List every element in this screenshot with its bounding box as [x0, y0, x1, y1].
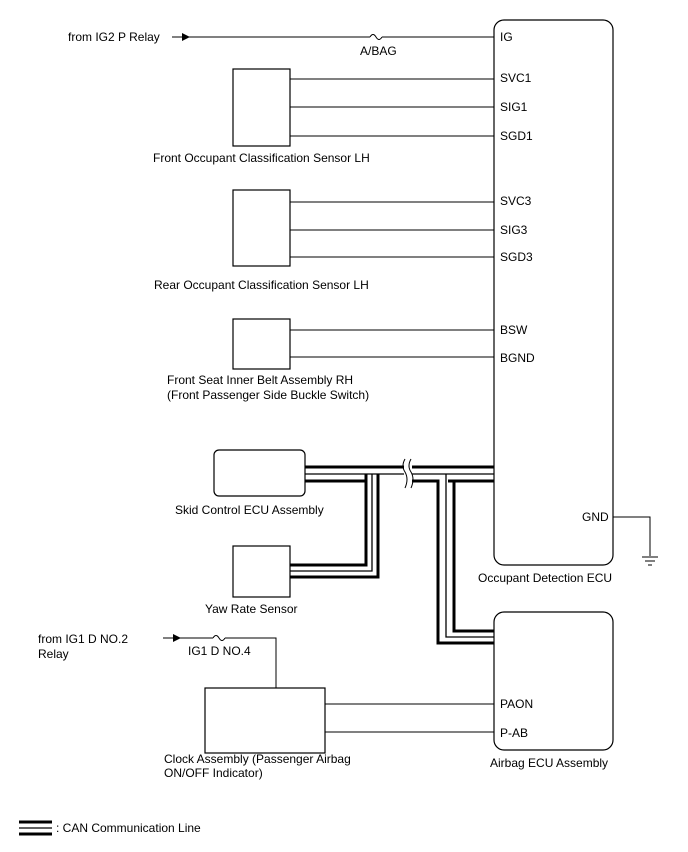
- pin-sgd1: SGD1: [500, 129, 533, 143]
- pin-gnd: GND: [582, 510, 609, 524]
- pin-sig1: SIG1: [500, 100, 528, 114]
- can-legend-label: : CAN Communication Line: [56, 821, 201, 835]
- airbag-ecu-box: [493, 611, 614, 751]
- pin-bgnd: BGND: [500, 351, 535, 365]
- clock-assembly-label-1: Clock Assembly (Passenger Airbag: [164, 752, 351, 766]
- pin-sig3: SIG3: [500, 223, 528, 237]
- can-legend-icon: [19, 820, 52, 836]
- ig2-relay-label: from IG2 P Relay: [68, 30, 160, 44]
- belt-assembly-label-2: (Front Passenger Side Buckle Switch): [167, 388, 369, 402]
- ground-icon: [642, 556, 658, 566]
- occupant-ecu-label: Occupant Detection ECU: [478, 571, 612, 585]
- abag-fuse-icon: [369, 34, 383, 40]
- ig2-arrow-icon: [182, 33, 190, 41]
- pin-ig: IG: [500, 30, 513, 44]
- front-sensor-label: Front Occupant Classification Sensor LH: [153, 151, 370, 165]
- can-bus-left: [290, 465, 404, 579]
- abag-fuse-label: A/BAG: [360, 44, 397, 58]
- belt-assembly-label-1: Front Seat Inner Belt Assembly RH: [167, 373, 353, 387]
- rear-sensor-box: [232, 189, 291, 267]
- pin-pab: P-AB: [500, 726, 528, 740]
- ig1d-fuse-label: IG1 D NO.4: [188, 644, 251, 658]
- ig1-relay-label-2: Relay: [38, 647, 69, 661]
- pin-paon: PAON: [500, 697, 533, 711]
- yaw-sensor-label: Yaw Rate Sensor: [205, 602, 298, 616]
- occupant-detection-ecu-box: [493, 19, 614, 566]
- airbag-ecu-label: Airbag ECU Assembly: [490, 756, 608, 770]
- rear-sensor-label: Rear Occupant Classification Sensor LH: [154, 278, 369, 292]
- pin-svc3: SVC3: [500, 194, 532, 208]
- pin-sgd3: SGD3: [500, 250, 533, 264]
- gnd-wire: [613, 516, 651, 556]
- pin-bsw: BSW: [500, 323, 528, 337]
- skid-ecu-box: [213, 449, 306, 497]
- clock-assembly-box: [204, 687, 326, 754]
- ig1-relay-label-1: from IG1 D NO.2: [38, 632, 128, 646]
- pin-svc1: SVC1: [500, 71, 532, 85]
- ig1-arrow-icon: [173, 634, 181, 642]
- can-bus-right: [412, 465, 494, 645]
- ig1d-fuse-icon: [212, 635, 226, 641]
- front-sensor-box: [232, 68, 291, 147]
- clock-assembly-label-2: ON/OFF Indicator): [164, 766, 263, 780]
- skid-ecu-label: Skid Control ECU Assembly: [175, 503, 324, 517]
- belt-assembly-box: [232, 318, 291, 370]
- yaw-sensor-box: [232, 545, 291, 598]
- can-break-mark: [402, 458, 414, 489]
